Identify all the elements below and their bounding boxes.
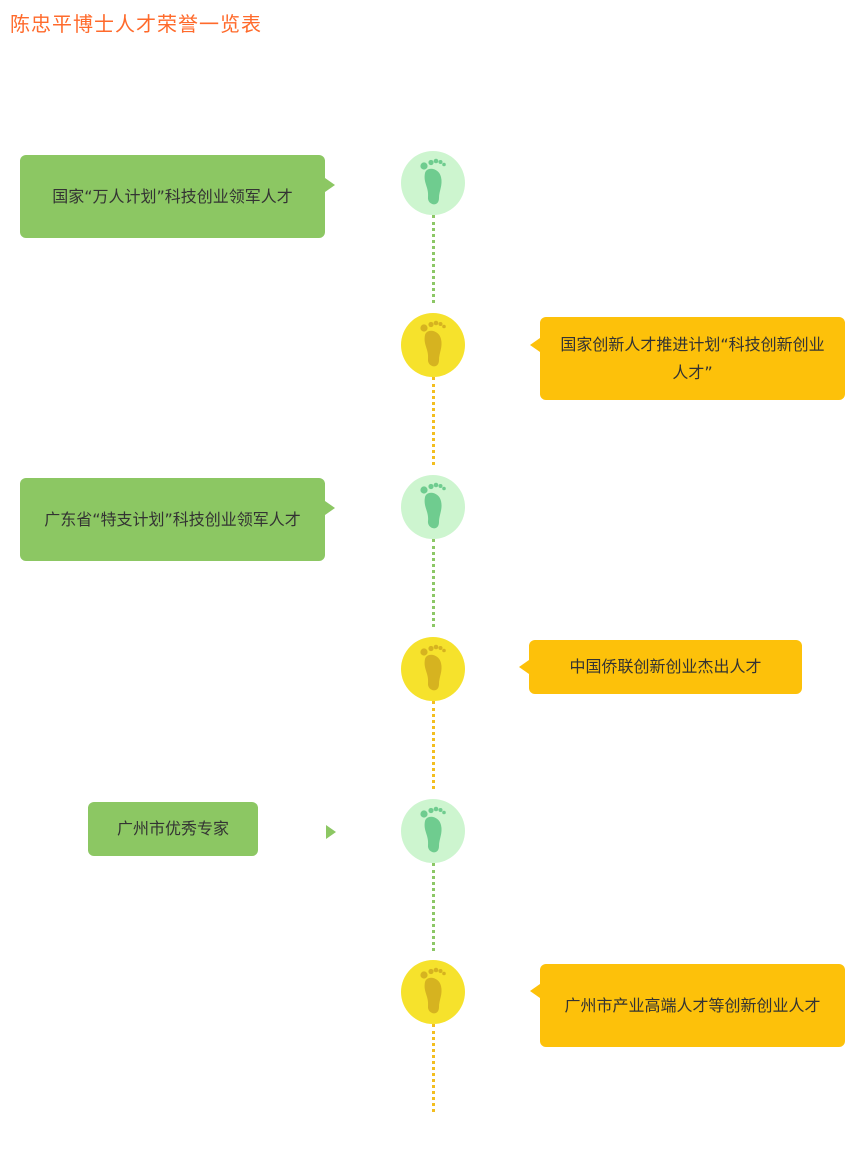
timeline-card-label: 中国侨联创新创业杰出人才 [569, 657, 762, 676]
footprint-icon [420, 320, 446, 367]
footprint-icon [420, 644, 446, 691]
page-title: 陈忠平博士人才荣誉一览表 [10, 12, 262, 36]
timeline-card-label: 广州市产业高端人才等创新创业人才 [564, 995, 821, 1015]
timeline-connector [432, 539, 435, 627]
timeline-node-4 [401, 637, 465, 701]
timeline-card-1: 国家“万人计划”科技创业领军人才 [20, 155, 325, 238]
timeline-card-2: 国家创新人才推进计划“科技创新创业人才” [540, 317, 845, 400]
timeline-card-label: 广州市优秀专家 [116, 819, 229, 838]
timeline-connector [432, 215, 435, 303]
card-pointer-arrow [326, 825, 336, 839]
timeline-connector [432, 377, 435, 465]
timeline-card-5: 广州市优秀专家 [88, 802, 258, 856]
timeline-node-1 [401, 151, 465, 215]
timeline-card-label: 广东省“特支计划”科技创业领军人才 [44, 509, 301, 529]
card-pointer-arrow [530, 984, 540, 998]
timeline-node-2 [401, 313, 465, 377]
card-pointer-arrow [325, 178, 335, 192]
timeline-card-label: 国家“万人计划”科技创业领军人才 [52, 186, 293, 206]
timeline-card-3: 广东省“特支计划”科技创业领军人才 [20, 478, 325, 561]
footprint-icon [420, 806, 446, 853]
footprint-icon [420, 482, 446, 529]
timeline-node-6 [401, 960, 465, 1024]
timeline-card-label: 国家创新人才推进计划“科技创新创业人才” [560, 334, 825, 382]
card-pointer-arrow [530, 338, 540, 352]
footprint-icon [420, 158, 446, 205]
timeline-connector [432, 701, 435, 789]
footprint-icon [420, 967, 446, 1014]
timeline-connector [432, 863, 435, 951]
timeline-connector [432, 1024, 435, 1112]
timeline-node-5 [401, 799, 465, 863]
timeline-card-4: 中国侨联创新创业杰出人才 [529, 640, 802, 694]
timeline-node-3 [401, 475, 465, 539]
timeline-card-6: 广州市产业高端人才等创新创业人才 [540, 964, 845, 1047]
card-pointer-arrow [519, 660, 529, 674]
card-pointer-arrow [325, 501, 335, 515]
